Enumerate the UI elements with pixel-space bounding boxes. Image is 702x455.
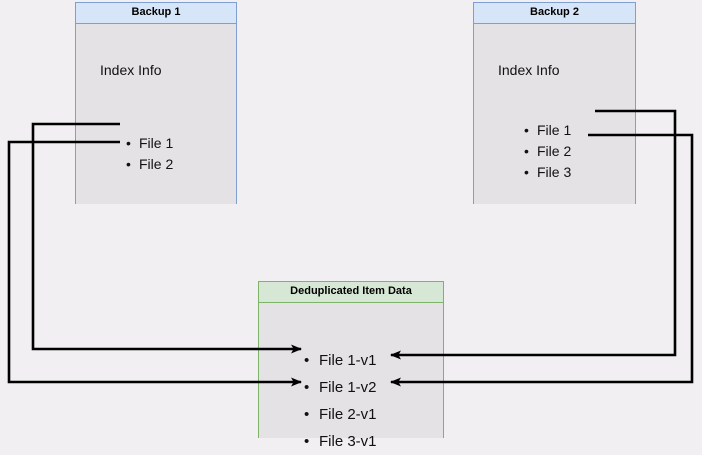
- node-backup-2[interactable]: Backup 2 Index Info File 1 File 2 File 3: [473, 2, 636, 204]
- node-backup-1-body: Index Info File 1 File 2: [76, 24, 236, 204]
- node-backup-1[interactable]: Backup 1 Index Info File 1 File 2: [75, 2, 237, 204]
- node-deduplicated-item-data-title: Deduplicated Item Data: [259, 282, 443, 303]
- node-backup-2-index-label: Index Info: [498, 62, 560, 78]
- node-backup-2-body: Index Info File 1 File 2 File 3: [474, 24, 635, 204]
- list-item[interactable]: File 1: [524, 120, 571, 141]
- list-item[interactable]: File 2: [126, 154, 173, 175]
- list-item[interactable]: File 1: [126, 133, 173, 154]
- node-deduplicated-item-data-body: File 1-v1 File 1-v2 File 2-v1 File 3-v1: [259, 303, 443, 455]
- node-backup-2-file-list: File 1 File 2 File 3: [524, 120, 571, 183]
- node-backup-1-title: Backup 1: [76, 3, 236, 24]
- list-item[interactable]: File 1-v1: [304, 347, 377, 374]
- node-backup-2-title: Backup 2: [474, 3, 635, 24]
- node-backup-1-index-label: Index Info: [100, 62, 162, 78]
- list-item[interactable]: File 2-v1: [304, 401, 377, 428]
- list-item[interactable]: File 3: [524, 162, 571, 183]
- list-item[interactable]: File 2: [524, 141, 571, 162]
- list-item[interactable]: File 1-v2: [304, 374, 377, 401]
- node-backup-1-file-list: File 1 File 2: [126, 133, 173, 175]
- node-deduplicated-item-data[interactable]: Deduplicated Item Data File 1-v1 File 1-…: [258, 281, 444, 455]
- diagram-canvas: Backup 1 Index Info File 1 File 2 Backup…: [0, 0, 702, 442]
- node-deduplicated-file-list: File 1-v1 File 1-v2 File 2-v1 File 3-v1: [304, 347, 377, 455]
